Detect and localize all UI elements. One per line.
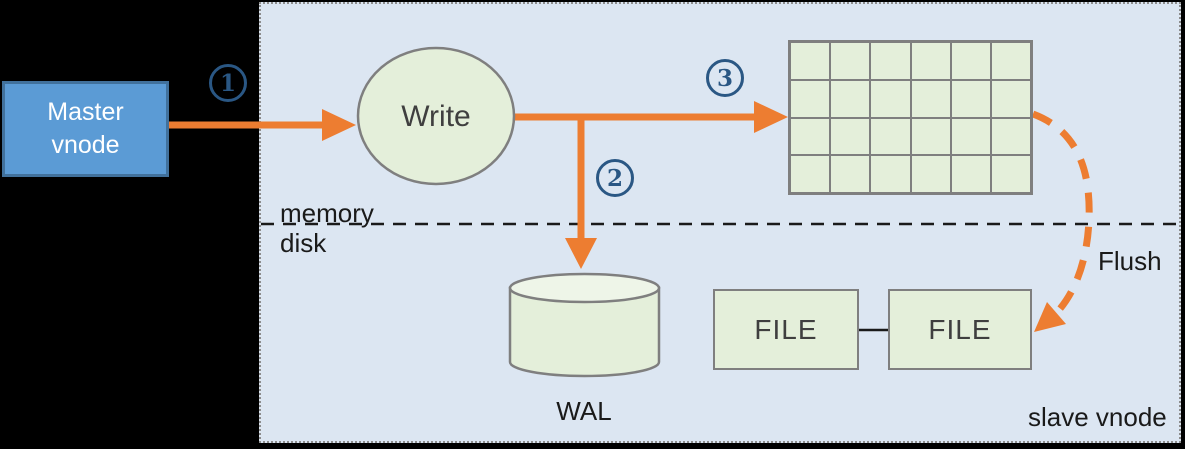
master-vnode-box: Master vnode xyxy=(2,81,169,177)
grid-cell xyxy=(990,117,1031,156)
grid-cell xyxy=(790,42,831,80)
grid-cell xyxy=(950,42,991,80)
file-label-1: FILE xyxy=(754,313,818,345)
grid-cell xyxy=(910,79,951,118)
grid-cell xyxy=(790,155,831,193)
write-node-label: Write xyxy=(401,99,471,133)
file-box-1: FILE xyxy=(713,289,859,370)
file-label-2: FILE xyxy=(928,313,992,345)
memory-label: memory xyxy=(280,198,374,228)
grid-cell xyxy=(950,117,991,156)
slave-vnode-label: slave vnode xyxy=(1028,402,1167,432)
flush-label: Flush xyxy=(1098,246,1162,276)
grid-cell xyxy=(910,42,951,80)
step-1-badge: 1 xyxy=(209,64,247,102)
grid-cell xyxy=(830,42,871,80)
grid-cell xyxy=(870,42,911,80)
wal-label: WAL xyxy=(556,396,612,426)
grid-cell xyxy=(830,79,871,118)
step-2-badge: 2 xyxy=(596,159,634,197)
grid-cell xyxy=(870,117,911,156)
grid-cell xyxy=(910,155,951,193)
grid-cell xyxy=(830,117,871,156)
master-vnode-label: Master vnode xyxy=(47,98,124,159)
disk-label: disk xyxy=(280,228,327,258)
grid-cell xyxy=(950,79,991,118)
grid-cell xyxy=(870,79,911,118)
file-box-2: FILE xyxy=(888,289,1032,370)
grid-cell xyxy=(990,155,1031,193)
step-3-badge: 3 xyxy=(706,59,744,97)
grid-cell xyxy=(910,117,951,156)
grid-cell xyxy=(790,79,831,118)
grid-cell xyxy=(790,117,831,156)
grid-cell xyxy=(950,155,991,193)
grid-cell xyxy=(990,79,1031,118)
grid-cell xyxy=(830,155,871,193)
grid-cell xyxy=(870,155,911,193)
grid-cell xyxy=(990,42,1031,80)
memtable-grid xyxy=(788,40,1033,195)
